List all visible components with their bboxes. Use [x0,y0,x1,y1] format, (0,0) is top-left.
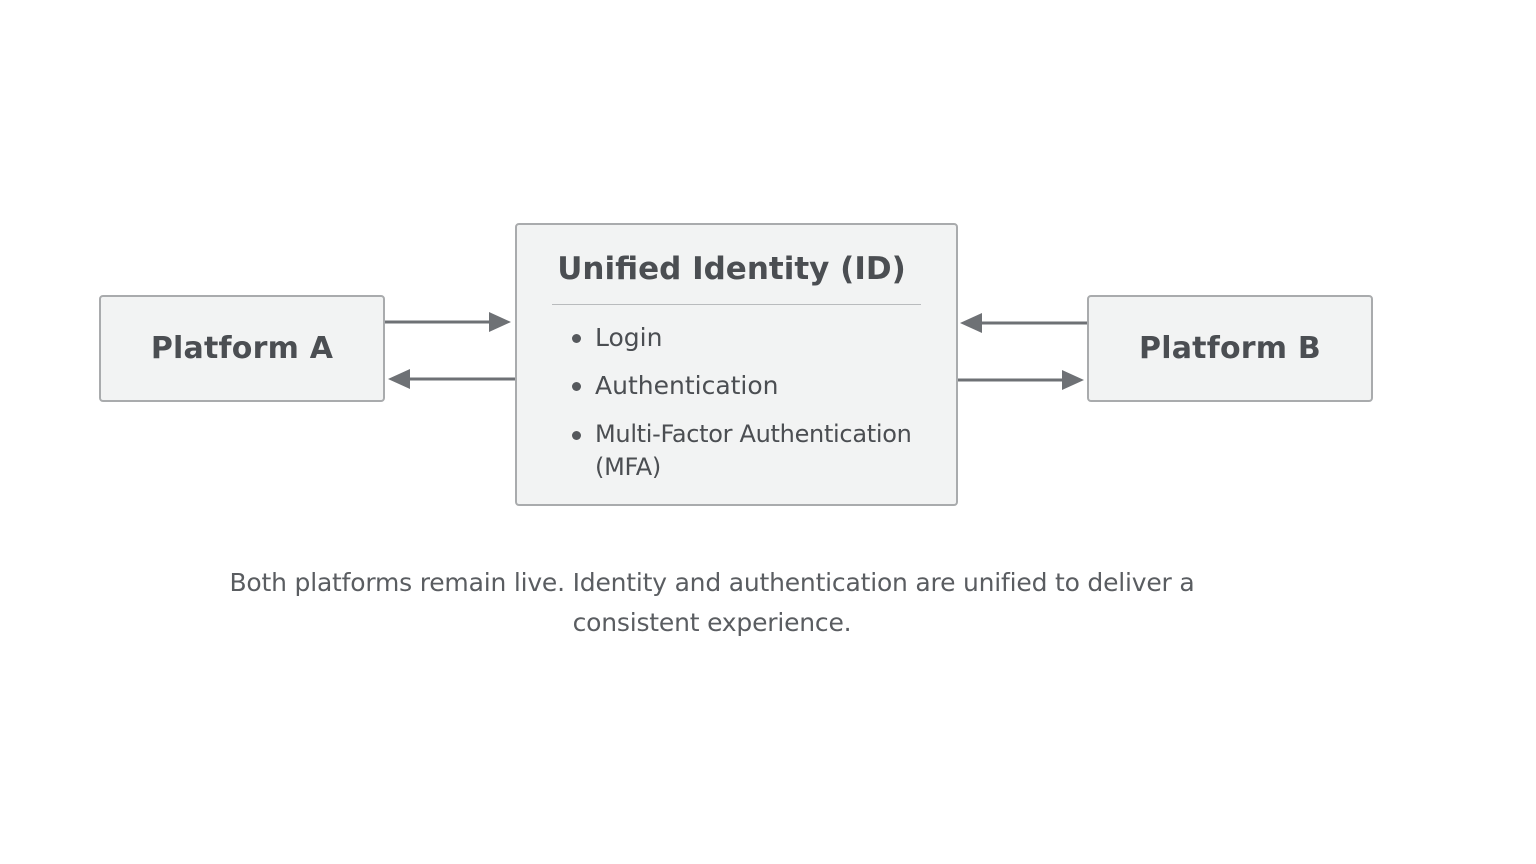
platform-b-label: Platform B [1139,331,1321,366]
arrow-platform-a-to-identity [385,312,511,332]
diagram-caption: Both platforms remain live. Identity and… [229,568,1195,637]
title-divider [552,304,921,305]
feature-item-authentication: Authentication [569,369,779,402]
unified-identity-title: Unified Identity (ID) [557,251,906,287]
platform-a-label: Platform A [150,331,334,366]
arrow-identity-to-platform-b [958,370,1084,390]
platform-a-box: Platform A [99,295,385,402]
feature-label: Authentication [595,371,779,400]
feature-label: Multi-Factor Authentication (MFA) [595,420,912,481]
arrow-platform-b-to-identity [960,313,1087,333]
feature-label: Login [595,323,663,352]
feature-item-mfa: Multi-Factor Authentication (MFA) [569,418,939,484]
unified-identity-box: Unified Identity (ID) Login Authenticati… [515,223,958,506]
bullet-icon [572,431,581,440]
feature-item-login: Login [569,321,662,354]
arrow-identity-to-platform-a [388,369,515,389]
bullet-icon [572,334,581,343]
platform-b-box: Platform B [1087,295,1373,402]
bullet-icon [572,382,581,391]
